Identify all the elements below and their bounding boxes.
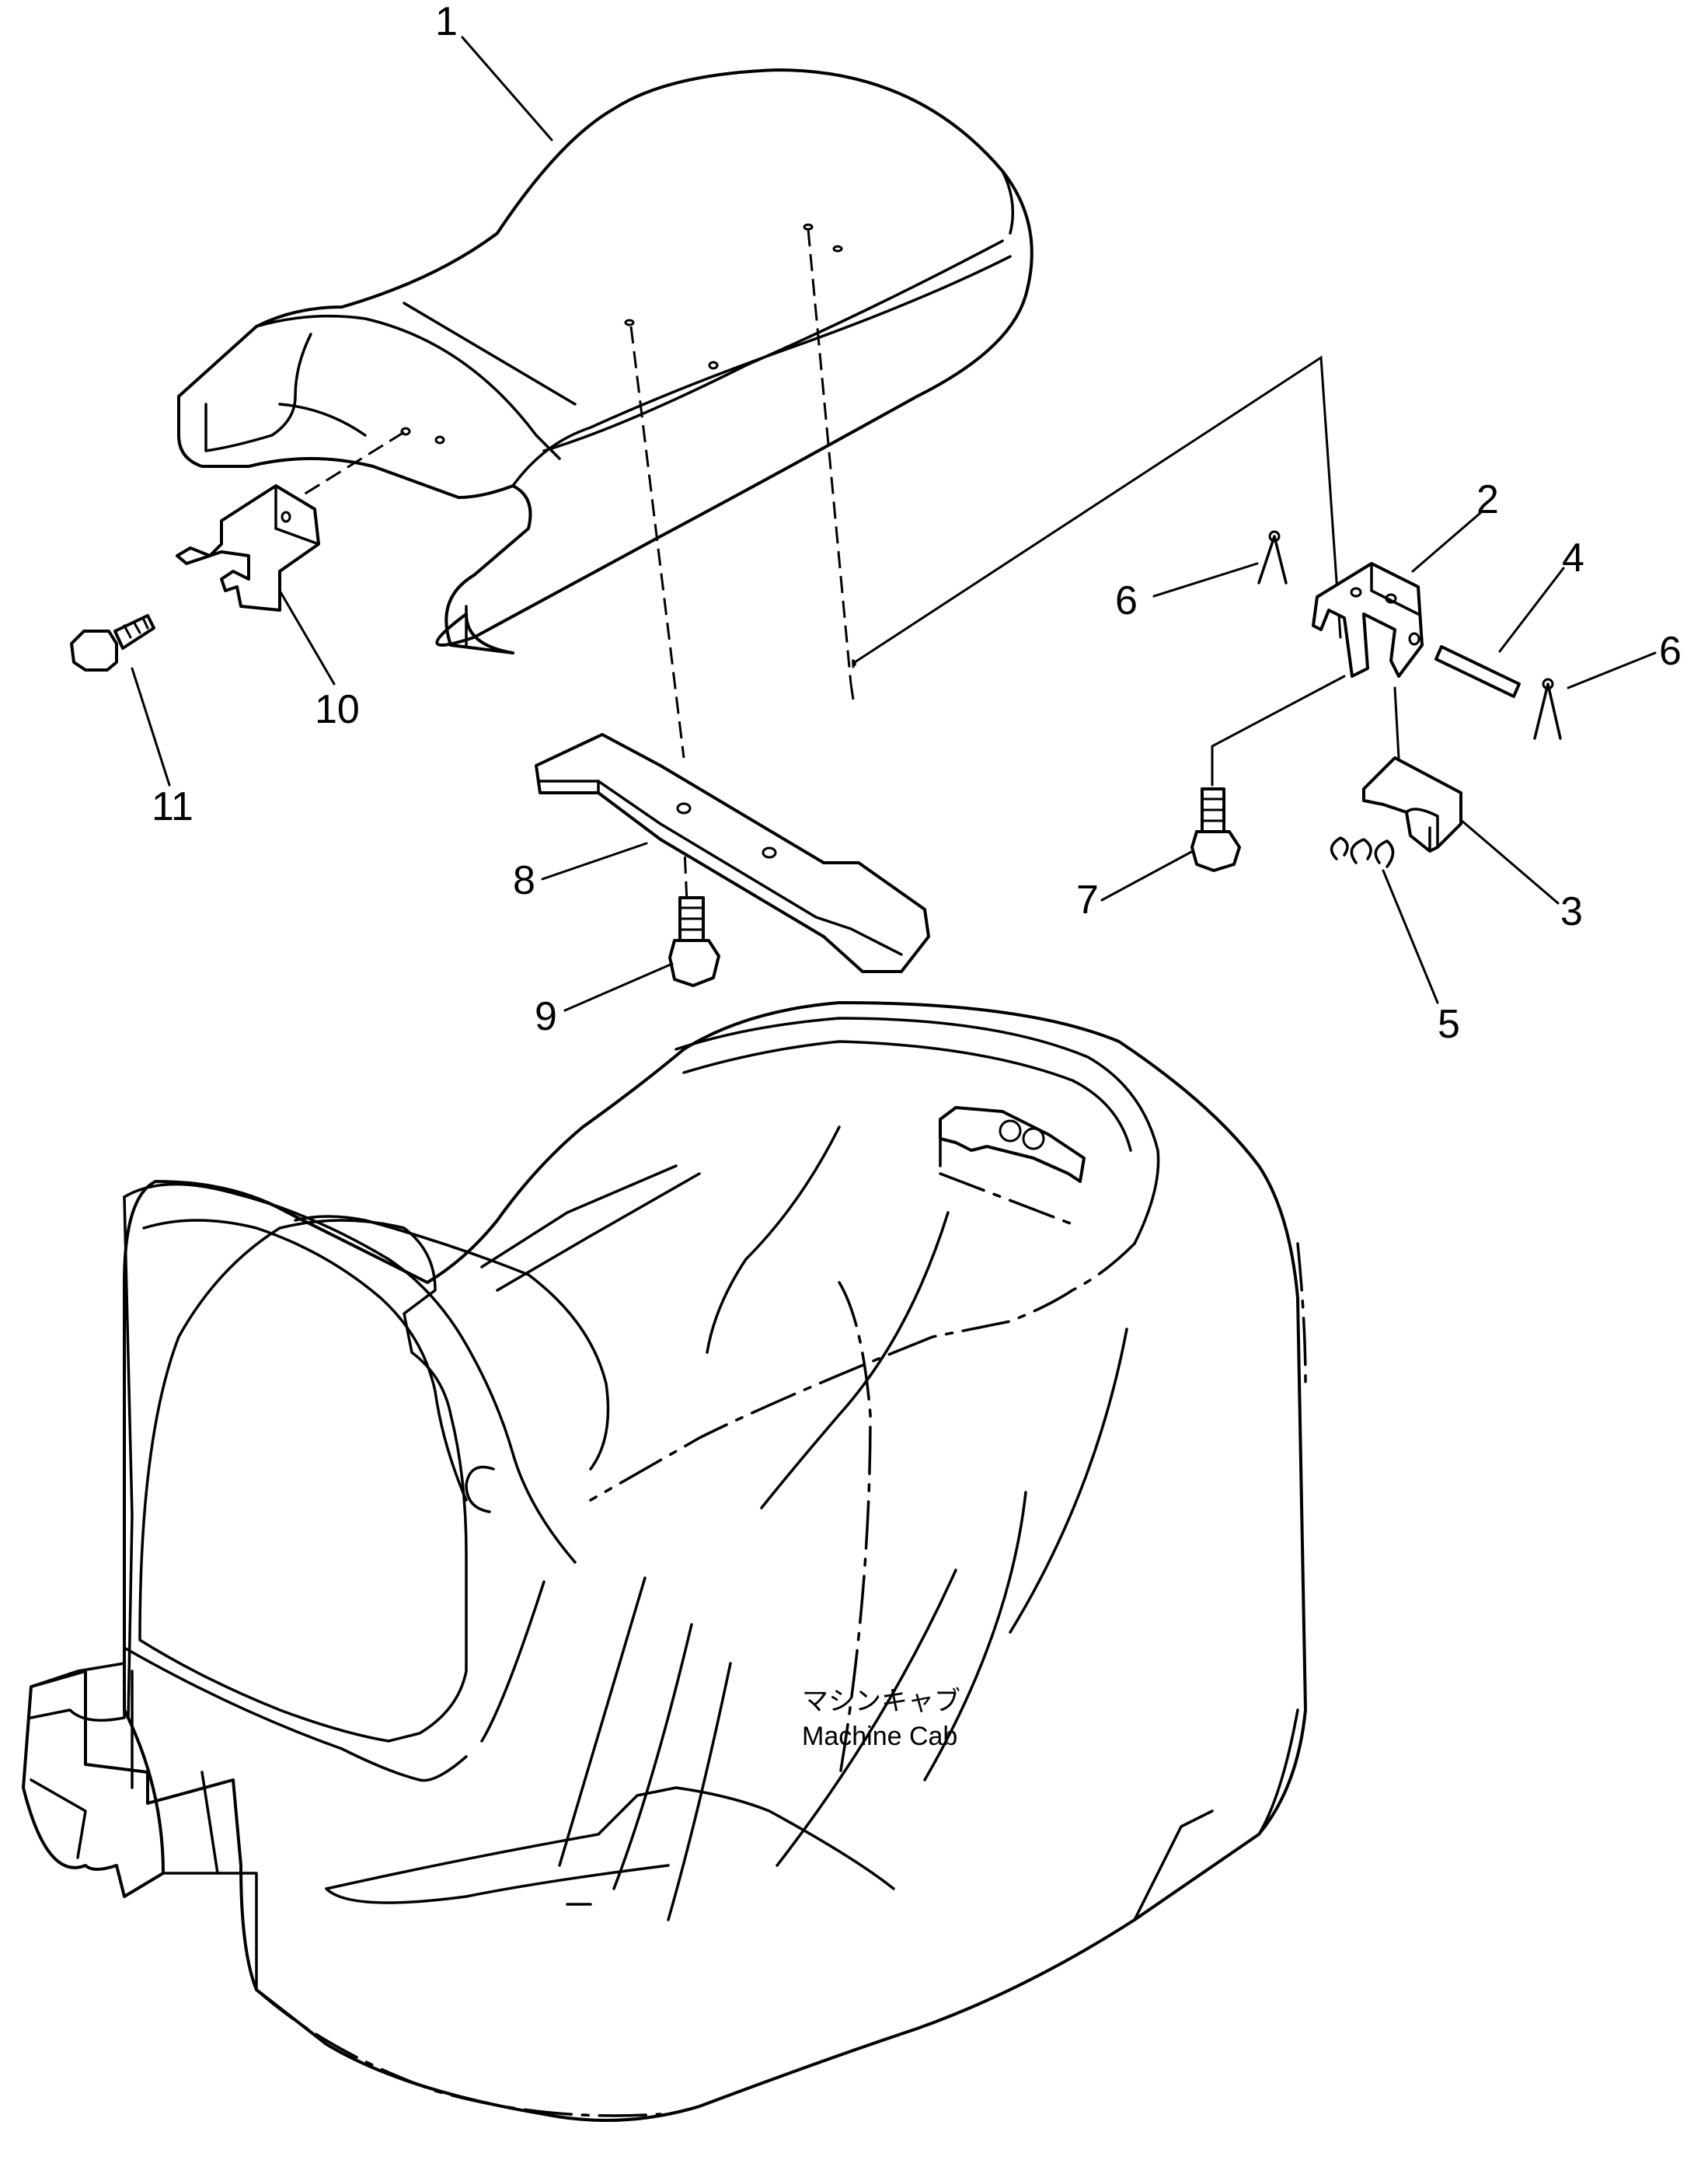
callout-2: 2 bbox=[1476, 477, 1499, 522]
callout-7: 7 bbox=[1076, 878, 1099, 923]
guide-line bbox=[629, 326, 685, 759]
callout-11: 11 bbox=[152, 784, 193, 829]
callout-4: 4 bbox=[1562, 536, 1584, 581]
callout-leaders bbox=[131, 36, 1657, 1012]
guide-line bbox=[807, 229, 852, 685]
cab-label-english: Machine Cab bbox=[802, 1722, 957, 1751]
callout-8: 8 bbox=[513, 858, 535, 903]
seat-cushion bbox=[177, 68, 1034, 654]
callout-6a: 6 bbox=[1115, 578, 1138, 623]
bracket-10 bbox=[176, 484, 320, 612]
bolt-11 bbox=[70, 614, 155, 672]
guide-line bbox=[301, 431, 405, 497]
bracket-2 bbox=[1312, 562, 1424, 678]
bolt-9 bbox=[668, 896, 720, 987]
callout-1: 1 bbox=[435, 0, 458, 44]
machine-cab-label: マシンキャブ Machine Cab bbox=[802, 1687, 960, 1751]
plate-8 bbox=[535, 733, 930, 973]
spring-clip-5 bbox=[1330, 836, 1395, 868]
callout-6b: 6 bbox=[1659, 629, 1682, 674]
cab-label-japanese: マシンキャブ bbox=[802, 1687, 960, 1716]
guide-line bbox=[1393, 686, 1400, 759]
bolt-7 bbox=[1190, 787, 1241, 872]
cotter-pin-6b bbox=[1533, 678, 1562, 740]
machine-cab bbox=[22, 1001, 1307, 2122]
guide-line bbox=[1211, 675, 1346, 787]
callout-labels: 1 2 3 4 5 6 6 7 8 9 10 11 bbox=[152, 0, 1682, 1047]
guide-line bbox=[849, 683, 855, 700]
guide-line bbox=[852, 355, 1342, 668]
pin-4 bbox=[1434, 645, 1521, 698]
callout-3: 3 bbox=[1560, 889, 1583, 934]
callout-10: 10 bbox=[315, 687, 360, 732]
callout-5: 5 bbox=[1438, 1002, 1460, 1047]
cotter-pin-6a bbox=[1257, 530, 1288, 584]
callout-9: 9 bbox=[535, 994, 557, 1039]
latch-3 bbox=[1362, 756, 1462, 853]
